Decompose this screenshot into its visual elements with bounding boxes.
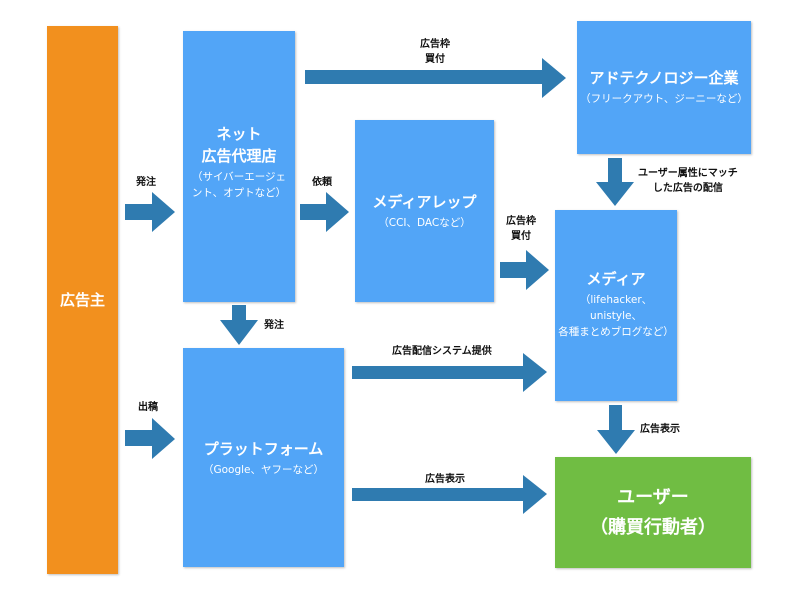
node-user-title-line1: ユーザー — [617, 486, 689, 508]
arrow-media-rep-to-media — [500, 250, 549, 290]
node-agency-sub-line2: ント、オプトなど） — [191, 187, 287, 199]
node-media-title: メディア — [586, 270, 646, 288]
arrow-adtech-to-media — [596, 158, 634, 206]
edge-label-agency-media-rep: 依頼 — [312, 177, 332, 188]
node-adtech-sub: （フリークアウト、ジーニーなど） — [580, 93, 748, 105]
edge-label-agency-adtech-line2: 買付 — [425, 54, 445, 65]
edge-label-adtech-media-line1: ユーザー属性にマッチ — [638, 168, 738, 179]
edge-label-media-rep-media: 広告枠 買付 — [506, 214, 536, 244]
arrow-media-to-user — [597, 405, 635, 454]
edge-label-agency-adtech: 広告枠 買付 — [420, 37, 450, 67]
node-user: ユーザー （購買行動者） — [555, 457, 751, 568]
arrow-agency-to-adtech — [305, 58, 566, 98]
node-user-title-line2: （購買行動者） — [590, 516, 716, 538]
node-media-rep-title: メディアレップ — [372, 193, 477, 211]
edge-label-adtech-media-line2: した広告の配信 — [652, 183, 723, 194]
node-agency-title-line2: 広告代理店 — [201, 147, 277, 165]
arrow-agency-to-media-rep — [300, 192, 349, 232]
node-media-sub-line3: 各種まとめブログなど） — [558, 326, 674, 338]
edge-label-agency-adtech-line1: 広告枠 — [420, 39, 450, 50]
node-agency: ネット 広告代理店 （サイバーエージェ ント、オプトなど） — [183, 31, 295, 302]
node-advertiser-title: 広告主 — [59, 291, 105, 309]
node-media: メディア （lifehacker、 unistyle、 各種まとめブログなど） — [555, 210, 677, 401]
node-adtech: アドテクノロジー企業 （フリークアウト、ジーニーなど） — [577, 21, 751, 154]
arrow-platform-to-media — [352, 353, 547, 392]
node-media-rep: メディアレップ （CCI、DACなど） — [355, 120, 494, 302]
node-adtech-title: アドテクノロジー企業 — [589, 69, 739, 87]
node-platform-sub: （Google、ヤフーなど） — [202, 463, 325, 476]
edge-label-media-user: 広告表示 — [640, 424, 680, 435]
node-agency-title-line1: ネット — [216, 125, 262, 143]
edge-label-platform-media: 広告配信システム提供 — [392, 346, 492, 357]
node-platform: プラットフォーム （Google、ヤフーなど） — [183, 348, 344, 567]
node-platform-title: プラットフォーム — [203, 439, 324, 458]
node-media-sub-line2: unistyle、 — [590, 310, 642, 322]
arrow-advertiser-to-platform — [125, 418, 175, 459]
arrow-advertiser-to-agency — [125, 192, 175, 232]
edge-label-advertiser-agency: 発注 — [136, 177, 156, 188]
edge-label-advertiser-platform: 出稿 — [138, 402, 158, 413]
edge-label-media-rep-media-line1: 広告枠 — [506, 216, 536, 227]
edge-label-agency-platform: 発注 — [264, 320, 284, 331]
arrow-agency-to-platform — [220, 305, 258, 345]
edge-label-platform-user: 広告表示 — [425, 474, 465, 485]
arrow-platform-to-user — [352, 475, 547, 514]
edge-label-media-rep-media-line2: 買付 — [511, 231, 531, 242]
node-agency-sub-line1: （サイバーエージェ — [191, 171, 287, 183]
edge-label-adtech-media: ユーザー属性にマッチ した広告の配信 — [638, 166, 738, 196]
node-media-rep-sub: （CCI、DACなど） — [378, 217, 471, 229]
node-advertiser: 広告主 — [47, 26, 118, 574]
node-media-sub-line1: （lifehacker、 — [579, 294, 653, 306]
